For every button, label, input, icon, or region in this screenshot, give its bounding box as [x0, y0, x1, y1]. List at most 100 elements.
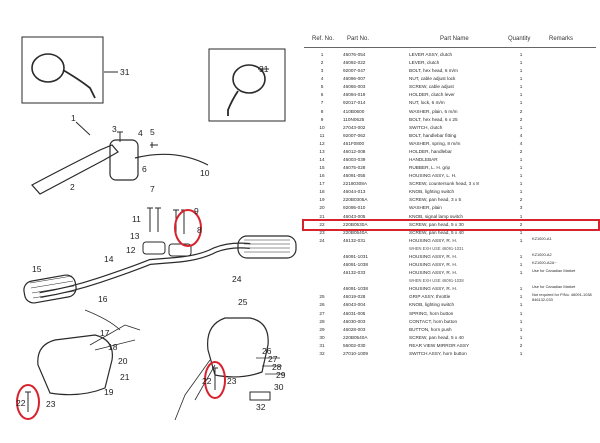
cell-part-name: BOLT, hex head, 6 m/m — [409, 68, 458, 74]
cell-part-name: KNOB, lighting switch — [409, 302, 455, 308]
cell-part-name: WASHER, plain — [409, 205, 442, 211]
cell-part-no: 46012-008 — [343, 148, 366, 154]
mirror-inset-box-right — [208, 48, 286, 122]
cell-remarks: Not required for P/No. 46091-1038 846132… — [532, 292, 592, 302]
cell-quantity: 1 — [519, 326, 523, 332]
cell-part-no: 46132-031 — [343, 237, 366, 243]
cell-ref-no: 32 — [319, 350, 325, 356]
cell-quantity: 2 — [519, 197, 523, 203]
cell-part-name: GRIP ASSY, throttle — [409, 294, 451, 300]
cell-part-no: 46091-1038 — [343, 286, 369, 292]
cell-quantity: 1 — [519, 60, 523, 66]
cell-part-no: 46091-055 — [343, 173, 366, 179]
cell-part-no: 46044-013 — [343, 189, 366, 195]
callout-12: 12 — [126, 245, 136, 255]
callout-1: 1 — [71, 113, 76, 123]
handlebar-holder-right — [168, 243, 192, 257]
callout-22-right: 22 — [202, 376, 212, 386]
cell-ref-no: 20 — [319, 205, 325, 211]
diagram-canvas: 31 31 1 2 4 3 5 6 7 11 13 12 10 9 8 14 1… — [16, 36, 297, 421]
callout-7: 7 — [150, 184, 155, 194]
mirror-stem-left — [62, 69, 96, 99]
clutch-lever-shape — [31, 144, 119, 195]
cell-ref-no: 31 — [319, 342, 325, 348]
cell-quantity: 1 — [519, 318, 523, 324]
callout-15: 15 — [32, 264, 42, 274]
cell-part-name: NUT, cable adjust lock — [409, 76, 456, 82]
cell-quantity: 2 — [519, 221, 523, 227]
header-quantity: Quantity — [508, 36, 531, 42]
cell-quantity: 1 — [519, 229, 523, 235]
callout-16: 16 — [98, 294, 108, 304]
cell-part-name: HOLDER, clutch lever — [409, 92, 455, 98]
callout-29: 29 — [276, 370, 286, 380]
cell-part-no: 220B0540A — [343, 229, 368, 235]
cell-ref-no: 9 — [320, 116, 324, 122]
cell-part-name: LEVER ASSY, clutch — [409, 52, 453, 57]
cell-ref-no: 13 — [319, 148, 325, 154]
cell-part-name: WASHER, spring, 8 m/m — [409, 140, 461, 146]
cell-part-name: SPRING, horn button — [409, 310, 454, 316]
cell-ref-no: 15 — [319, 165, 325, 171]
cell-part-no: 46076-054 — [343, 52, 366, 57]
cell-part-name: WASHER, plain, 6 m/m — [409, 108, 458, 114]
cell-quantity: 2 — [519, 116, 523, 122]
cell-ref-no: 25 — [319, 294, 325, 300]
callout-30: 30 — [274, 382, 284, 392]
handlebar-holder-left — [142, 241, 166, 255]
cell-part-no: 110N0625 — [343, 116, 365, 122]
cell-part-name: LEVER, clutch — [409, 60, 440, 66]
cell-ref-no: 22 — [319, 221, 325, 227]
callout-8: 8 — [197, 225, 202, 235]
cell-part-name: HOUSING ASSY, R. H. — [409, 237, 458, 243]
header-part-no: Part No. — [347, 36, 370, 42]
cell-quantity: 1 — [519, 92, 523, 98]
cell-remarks: KZ1000-A1 — [532, 235, 552, 241]
cell-part-name: KNOB, lighting switch — [409, 189, 455, 195]
cell-part-no: 46092-022 — [343, 60, 366, 66]
cell-quantity: 4 — [519, 140, 523, 146]
cell-part-name: BUTTON, horn push — [409, 326, 452, 332]
cell-quantity: 1 — [519, 237, 523, 243]
cell-ref-no: 10 — [319, 124, 325, 130]
cell-ref-no: 19 — [319, 197, 325, 203]
cell-quantity: 1 — [519, 68, 523, 74]
callout-32: 32 — [256, 402, 266, 412]
cell-part-no: 46091-1038 — [343, 262, 369, 268]
cell-part-no: 27043-002 — [343, 124, 366, 130]
cell-remarks: Use for Canadian Market — [532, 268, 576, 274]
cell-part-no: 46003-039 — [343, 157, 366, 163]
cell-ref-no: 28 — [319, 318, 325, 324]
cell-part-no: 92007-062 — [343, 132, 366, 138]
cell-remarks: KZ1000-A2A~ — [532, 260, 557, 266]
callout-18: 18 — [108, 342, 118, 352]
cell-part-name: KNOB, signal lamp switch — [409, 213, 463, 219]
callout-9: 9 — [194, 206, 199, 216]
highlight-circle-upper — [174, 209, 202, 247]
mirror-inset-box-left — [21, 36, 104, 104]
cell-part-no: 220B0305A — [343, 197, 368, 203]
cell-quantity: 1 — [519, 76, 523, 82]
callout-31-right: 31 — [259, 64, 269, 74]
